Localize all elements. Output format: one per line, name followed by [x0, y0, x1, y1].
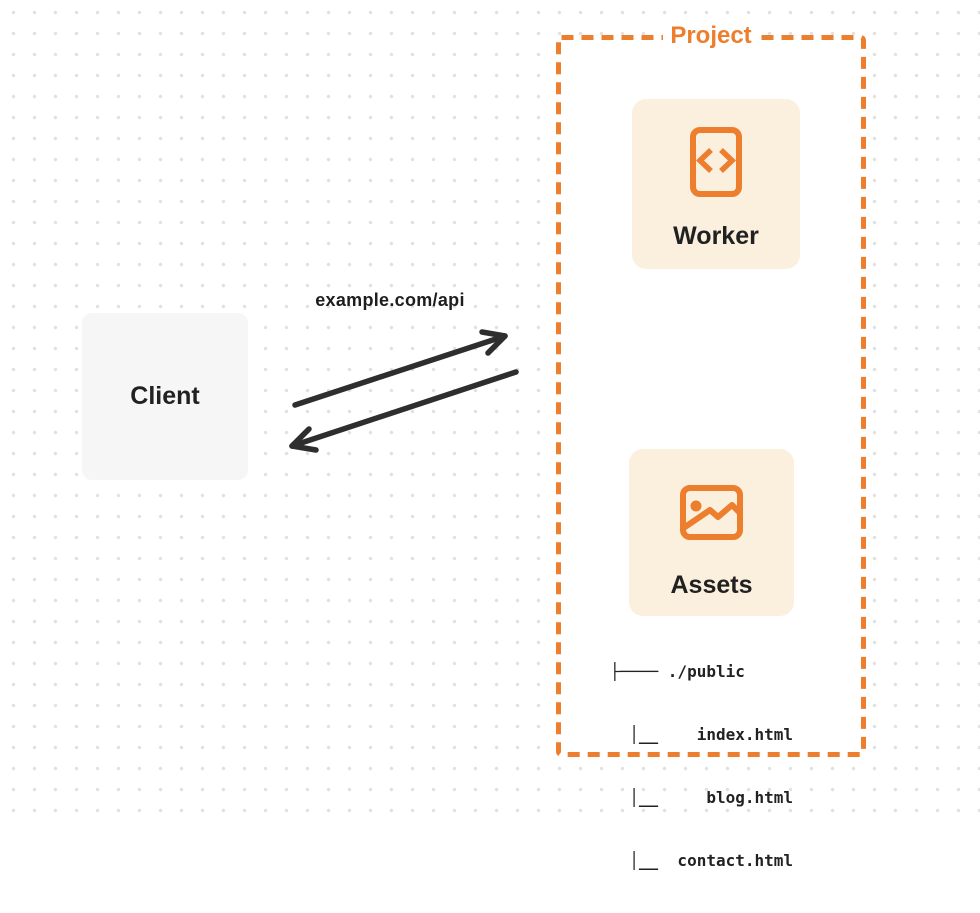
- client-label: Client: [130, 381, 200, 410]
- assets-node: Assets: [629, 449, 794, 616]
- worker-node: Worker: [632, 99, 800, 269]
- project-group: Project Worker Assets ├──── ./public │__…: [556, 22, 866, 870]
- project-title-text: Project: [663, 22, 759, 49]
- file-tree-line: │__ index.html: [610, 725, 794, 744]
- file-tree-line: │__ contact.html: [610, 851, 794, 870]
- file-tree-line: ├──── ./public: [610, 662, 745, 681]
- image-icon: [680, 485, 743, 540]
- project-title: Project: [556, 22, 866, 50]
- client-node: Client: [82, 313, 248, 480]
- worker-label: Worker: [673, 222, 759, 250]
- code-file-icon: [690, 127, 742, 197]
- assets-file-tree: ├──── ./public │__ index.html │__ blog.h…: [610, 619, 793, 913]
- assets-label: Assets: [670, 571, 753, 599]
- request-url-label: example.com/api: [315, 290, 465, 310]
- file-tree-line: │__ blog.html: [610, 788, 794, 807]
